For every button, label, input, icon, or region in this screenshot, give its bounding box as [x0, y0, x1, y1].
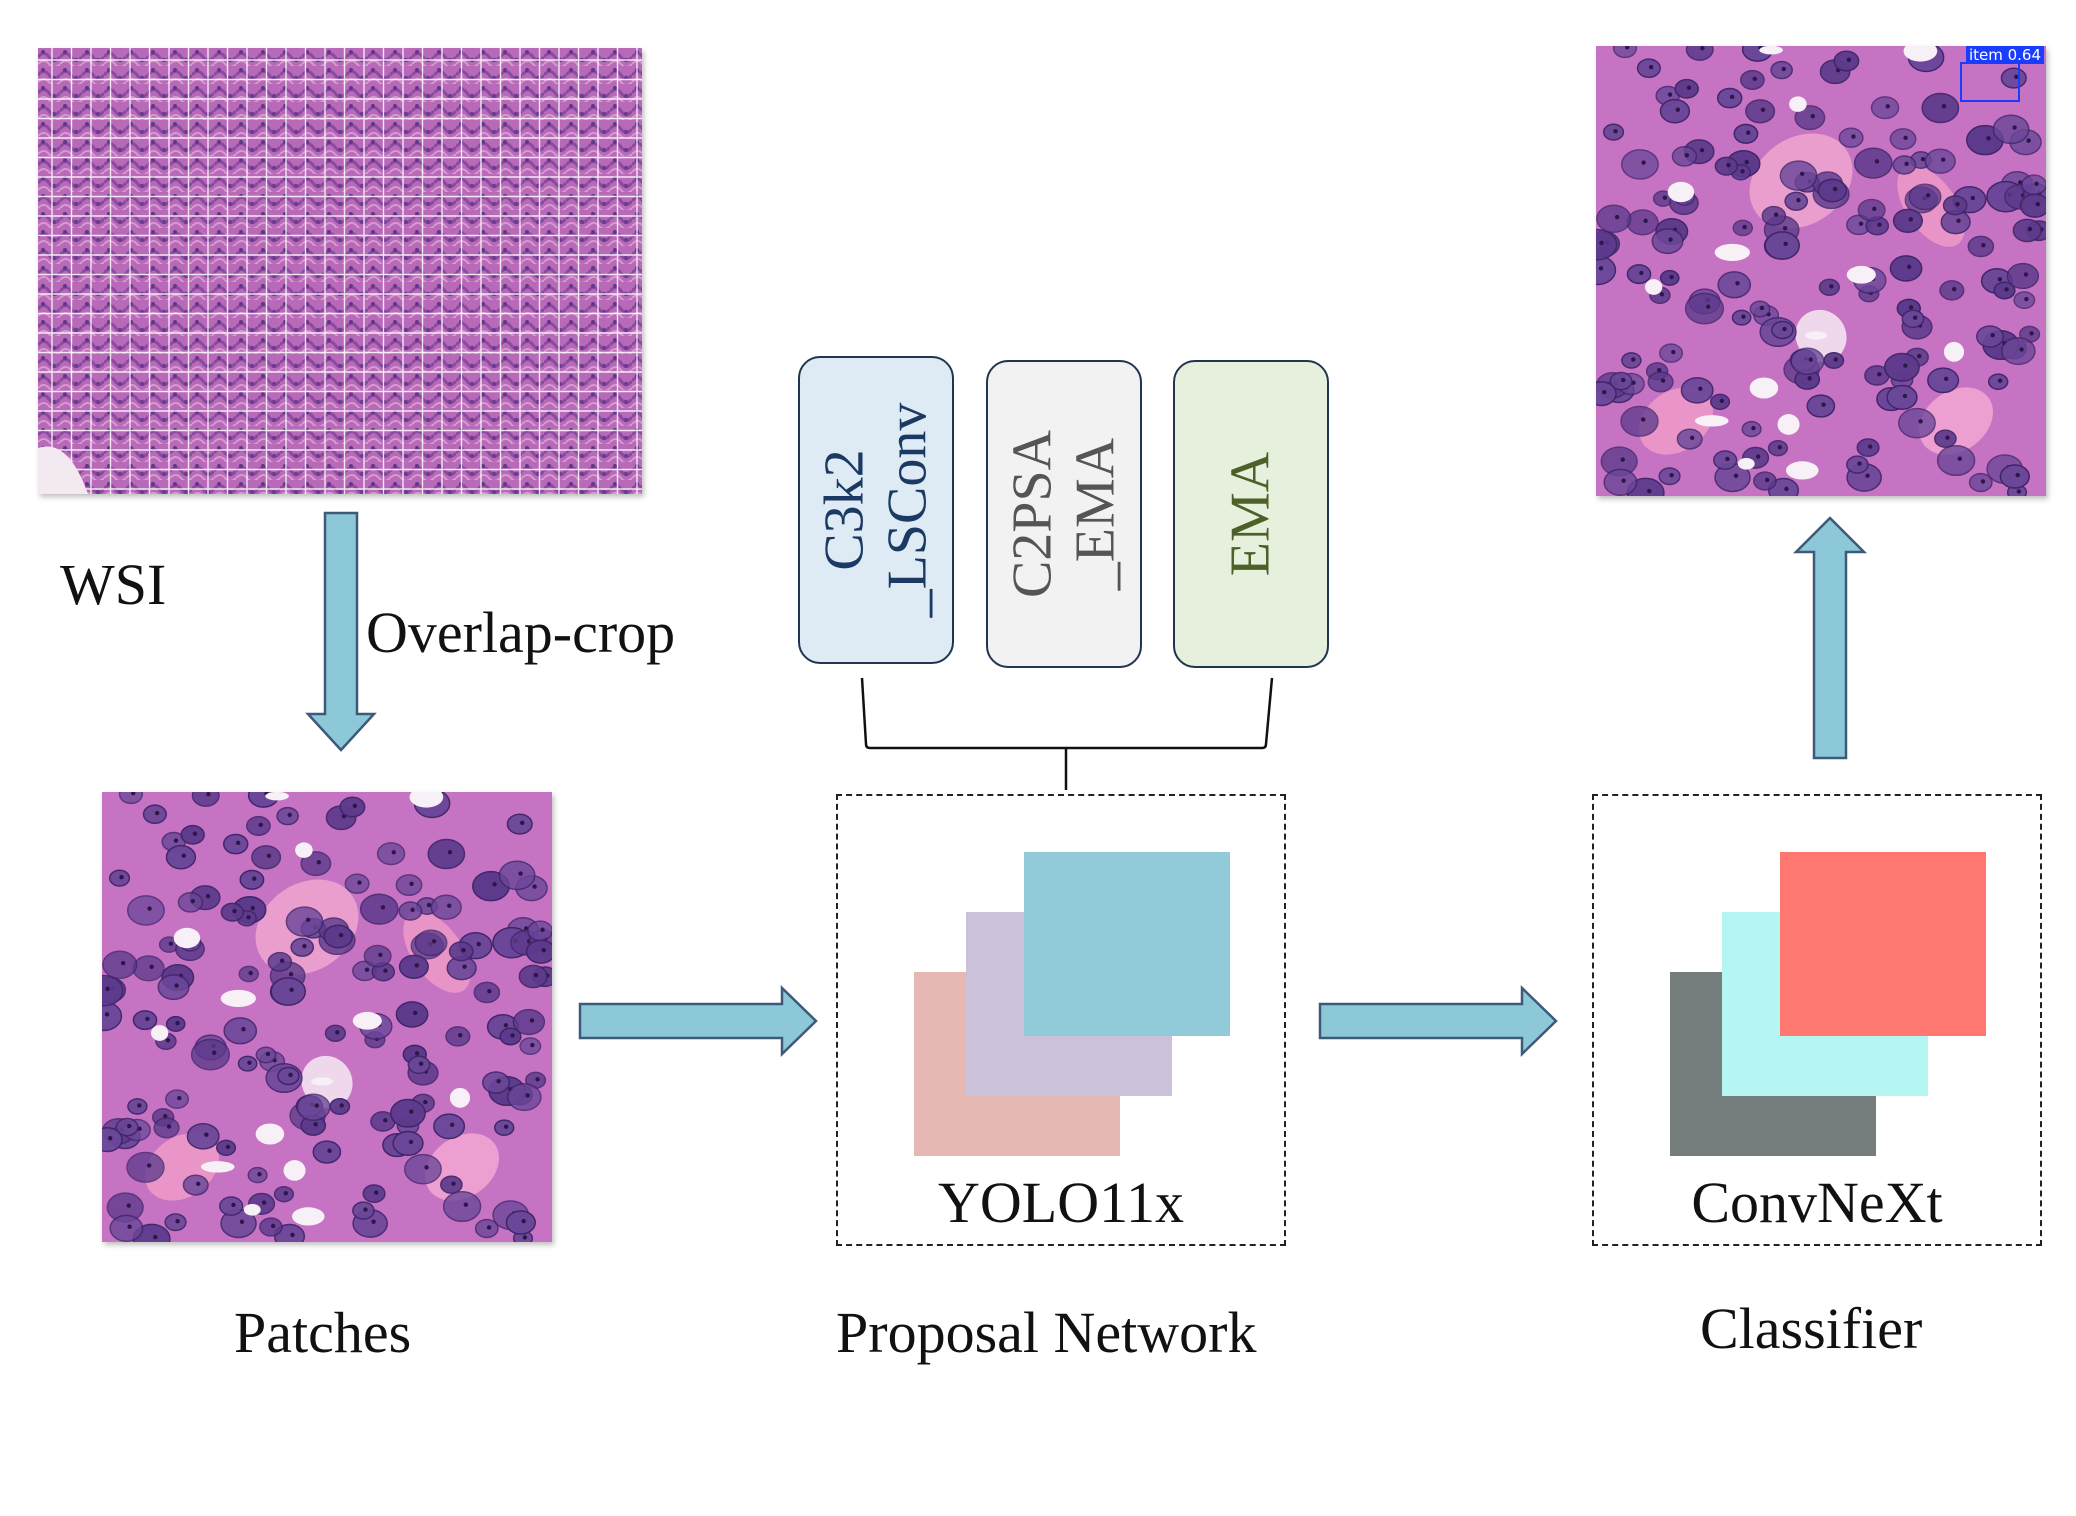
down-arrow — [305, 511, 377, 752]
proposal-network-label: Proposal Network — [836, 1300, 1257, 1365]
module-ema: EMA — [1173, 360, 1329, 668]
yolo-label: YOLO11x — [938, 1170, 1184, 1235]
proposal-network-box: YOLO11x — [836, 794, 1286, 1246]
wsi-label: WSI — [60, 552, 167, 617]
right-arrow-to-classifier — [1318, 985, 1558, 1057]
module-c2psa-ema: C2PSA _EMA — [986, 360, 1142, 668]
convnext-layer-front — [1780, 852, 1986, 1036]
patches-label: Patches — [234, 1300, 412, 1365]
patch-image — [102, 792, 552, 1242]
yolo-layer-front — [1024, 852, 1230, 1036]
up-arrow — [1792, 516, 1868, 760]
overlap-crop-label: Overlap-crop — [366, 600, 676, 665]
convnext-label: ConvNeXt — [1691, 1170, 1943, 1235]
detection-label: item 0.64 — [1965, 46, 2044, 64]
classifier-label: Classifier — [1700, 1296, 1923, 1361]
right-arrow-to-proposal — [578, 985, 818, 1057]
classifier-box: ConvNeXt — [1592, 794, 2042, 1246]
module-bracket — [860, 677, 1274, 750]
result-image: item 0.64 — [1596, 46, 2046, 496]
module-c3k2-lsconv: C3k2 _LSConv — [798, 356, 954, 664]
wsi-image — [38, 48, 642, 494]
